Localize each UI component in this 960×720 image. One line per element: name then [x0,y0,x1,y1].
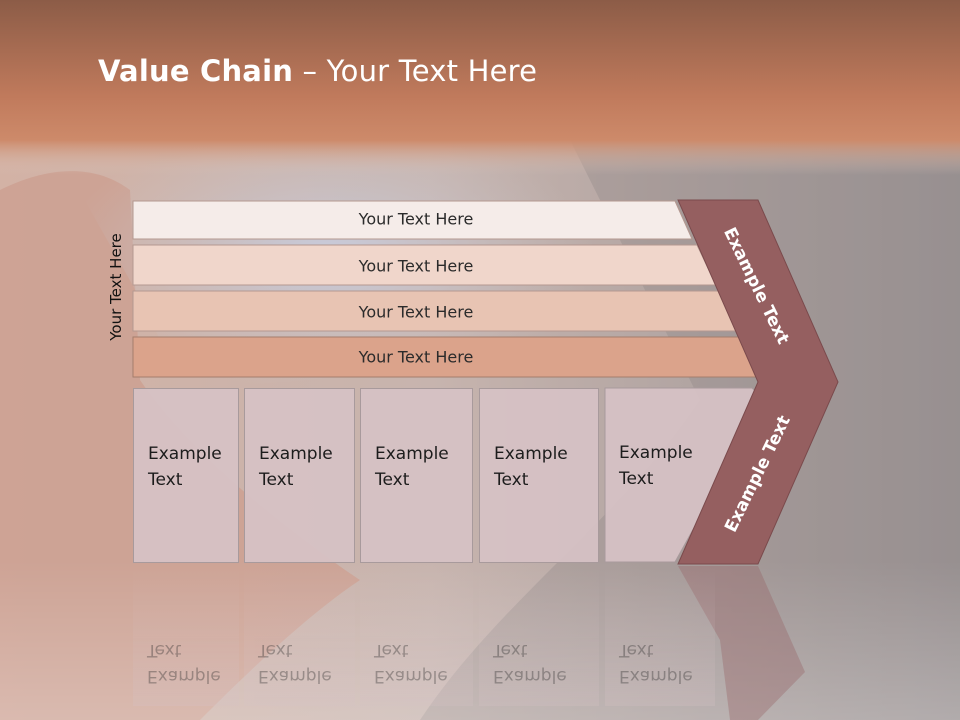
bar-4-label: Your Text Here [358,347,474,367]
box-3-label: Example Text [375,444,449,490]
chevron-reflection [678,566,805,720]
box-4-label: Example Text [494,444,568,490]
box-1: Example Text [133,388,239,563]
title-rest: – Your Text Here [293,54,538,88]
box-1-reflection-text: Example Text [147,640,221,686]
box-3-reflection: Example Text [360,566,473,706]
box-3: Example Text [360,388,473,563]
box-2-reflection: Example Text [244,566,355,706]
box-3-reflection-text: Example Text [374,640,448,686]
bar-1-label: Your Text Here [358,209,474,229]
page-title: Value Chain – Your Text Here [98,54,537,88]
box-4-reflection: Example Text [479,566,599,706]
bar-3-label: Your Text Here [358,302,474,322]
box-2-reflection-text: Example Text [258,640,332,686]
box-5-label: Example Text [619,443,693,489]
box-1-label: Example Text [148,444,222,490]
box-4: Example Text [479,388,599,563]
box-4-reflection-text: Example Text [493,640,567,686]
chevron-shape [677,199,839,565]
box-1-reflection: Example Text [133,566,239,706]
box-2-label: Example Text [259,444,333,490]
bar-2-label: Your Text Here [358,256,474,276]
box-5-reflection: Example Text [605,566,715,706]
box-5: Example Text [605,388,715,563]
title-bold: Value Chain [98,54,294,88]
box-2: Example Text [244,388,355,563]
bar-1 [132,200,693,240]
box-5-reflection-text: Example Text [619,640,693,686]
